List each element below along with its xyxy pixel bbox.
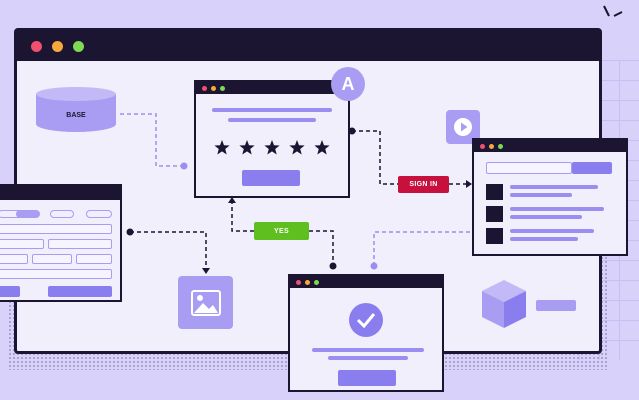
list-item-thumbnail [486, 206, 503, 222]
search-input[interactable] [486, 162, 572, 174]
form-field[interactable] [48, 239, 112, 249]
maximize-dot-icon[interactable] [73, 40, 84, 52]
form-field[interactable] [32, 254, 72, 264]
close-dot-icon [296, 279, 301, 285]
search-button[interactable] [572, 162, 612, 174]
star-icon[interactable] [314, 140, 330, 155]
minimize-dot-icon [305, 279, 310, 285]
form-tab-active[interactable] [16, 210, 40, 218]
image-icon[interactable] [178, 276, 233, 329]
placeholder-block [536, 300, 576, 311]
form-submit-button[interactable] [48, 286, 112, 297]
check-icon [349, 303, 383, 337]
text-line [312, 348, 424, 352]
star-icon[interactable] [264, 140, 280, 155]
close-dot-icon [480, 143, 485, 149]
form-cancel-button[interactable] [0, 286, 20, 297]
minimize-dot-icon[interactable] [52, 40, 63, 52]
text-line [228, 118, 316, 122]
avatar: A [331, 67, 365, 101]
text-line [212, 108, 332, 112]
form-tab[interactable] [50, 210, 74, 218]
form-field[interactable] [0, 224, 112, 234]
text-line [328, 356, 408, 360]
form-field[interactable] [0, 239, 44, 249]
main-window-titlebar [17, 31, 599, 61]
star-rating[interactable] [210, 138, 334, 158]
list-window [472, 138, 628, 256]
close-dot-icon [202, 85, 207, 91]
star-icon[interactable] [289, 140, 305, 155]
list-item-subtitle [510, 215, 582, 219]
list-item-subtitle [510, 237, 578, 241]
sign-in-tag[interactable]: SIGN IN [398, 176, 449, 193]
rating-window-titlebar [196, 82, 348, 94]
maximize-dot-icon [314, 279, 319, 285]
minimize-dot-icon [211, 85, 216, 91]
cube-icon [482, 280, 526, 328]
list-item-title [510, 185, 598, 189]
confirmation-window-titlebar [290, 276, 442, 288]
form-tab[interactable] [86, 210, 112, 218]
close-dot-icon[interactable] [31, 40, 42, 52]
database-label: BASE [66, 112, 86, 119]
list-window-titlebar [474, 140, 626, 152]
submit-rating-button[interactable] [242, 170, 300, 186]
yes-tag[interactable]: YES [254, 222, 309, 240]
form-field[interactable] [76, 254, 112, 264]
star-icon[interactable] [214, 140, 230, 155]
continue-button[interactable] [338, 370, 396, 386]
list-item-thumbnail [486, 228, 503, 244]
list-item-title [510, 229, 594, 233]
maximize-dot-icon [220, 85, 225, 91]
list-item-title [510, 207, 604, 211]
star-icon[interactable] [239, 140, 255, 155]
database-icon [36, 87, 116, 132]
maximize-dot-icon [498, 143, 503, 149]
rating-window [194, 80, 350, 198]
list-item-thumbnail [486, 184, 503, 200]
form-field[interactable] [0, 269, 112, 279]
form-window [0, 184, 122, 302]
form-field[interactable] [0, 254, 28, 264]
minimize-dot-icon [489, 143, 494, 149]
confirmation-window [288, 274, 444, 392]
list-item-subtitle [510, 193, 572, 197]
form-window-titlebar [0, 186, 120, 200]
sparkle-icon [603, 5, 623, 17]
